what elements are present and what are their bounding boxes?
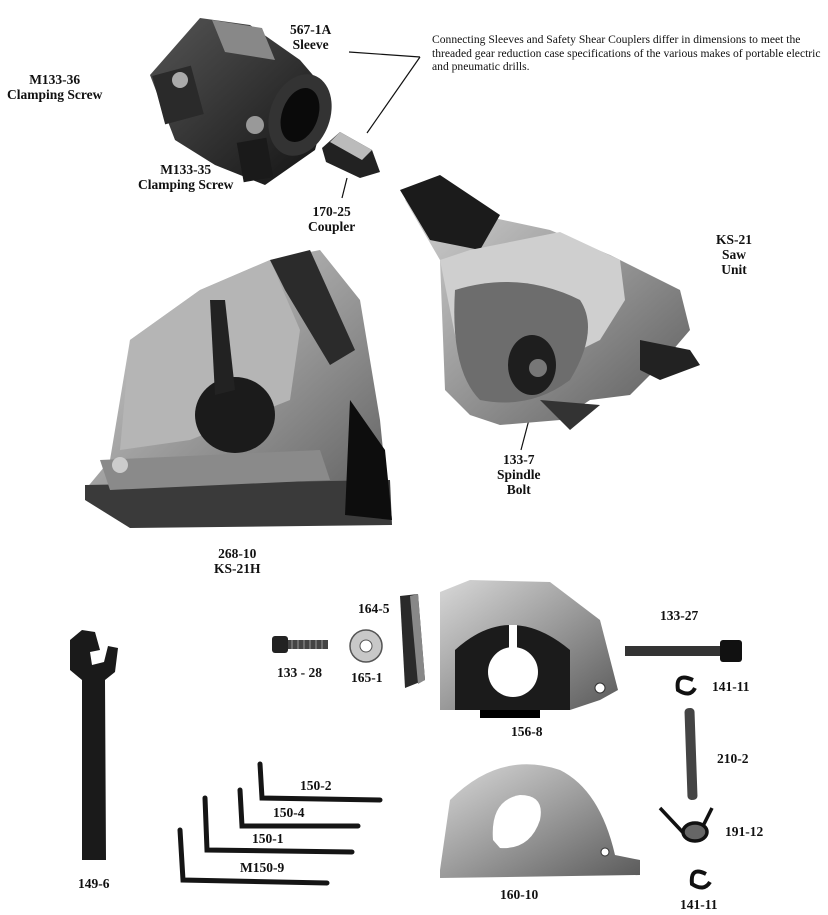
washer-165-1 bbox=[349, 629, 383, 663]
wrench-149-6 bbox=[70, 630, 118, 860]
spring-191-12 bbox=[658, 806, 714, 843]
guard-156-8 bbox=[440, 580, 618, 718]
label-191-12: 191-12 bbox=[725, 824, 764, 839]
block-164-5 bbox=[400, 594, 425, 688]
label-156-8: 156-8 bbox=[511, 724, 543, 739]
label-210-2: 210-2 bbox=[717, 751, 749, 766]
sleeve-567-1a bbox=[150, 18, 332, 185]
label-141-11-bottom: 141-11 bbox=[680, 897, 718, 912]
hex-keys bbox=[177, 761, 383, 886]
label-141-11-top: 141-11 bbox=[712, 679, 750, 694]
label-149-6: 149-6 bbox=[78, 876, 110, 891]
clip-141-11-top bbox=[675, 675, 697, 696]
label-150-1: 150-1 bbox=[252, 831, 284, 846]
pin-210-2 bbox=[684, 707, 698, 801]
label-165-1: 165-1 bbox=[351, 670, 383, 685]
label-164-5: 164-5 bbox=[358, 601, 390, 616]
saw-unit-ks-21 bbox=[400, 175, 700, 430]
dimension-note: Connecting Sleeves and Safety Shear Coup… bbox=[432, 33, 821, 73]
clip-141-11-bottom bbox=[689, 869, 712, 890]
bolt-133-27 bbox=[625, 640, 742, 662]
label-133-28: 133 - 28 bbox=[277, 665, 322, 680]
guard-160-10 bbox=[440, 764, 640, 878]
label-150-4: 150-4 bbox=[273, 805, 305, 820]
label-133-27: 133-27 bbox=[660, 608, 699, 623]
label-m150-9: M150-9 bbox=[240, 860, 285, 875]
assembly-ks-21h bbox=[85, 250, 392, 528]
label-160-10: 160-10 bbox=[500, 887, 539, 902]
coupler-170-25 bbox=[322, 132, 380, 178]
label-150-2: 150-2 bbox=[300, 778, 332, 793]
screw-133-28 bbox=[272, 636, 328, 653]
